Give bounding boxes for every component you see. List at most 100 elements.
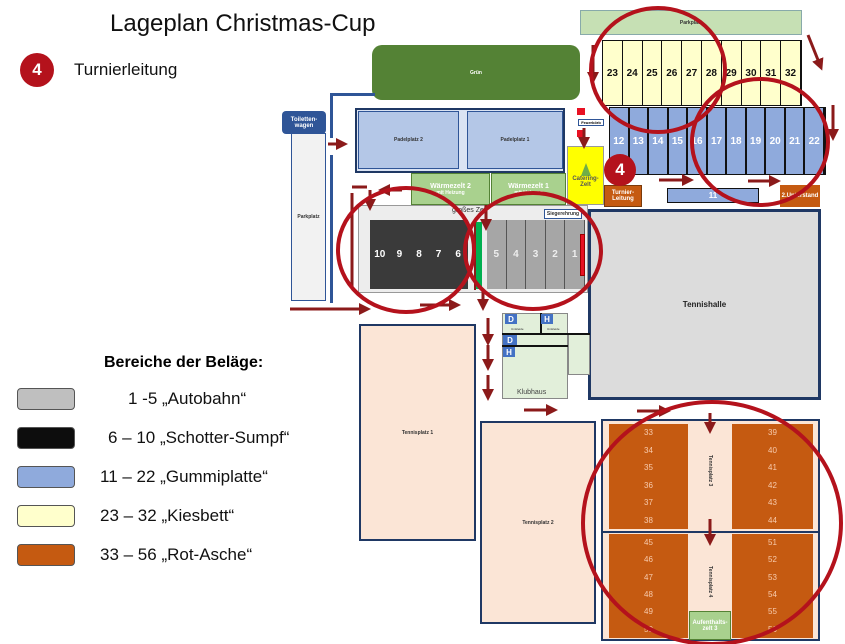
clubhouse-label: Klubhaus	[517, 389, 547, 396]
field-52[interactable]: 52	[768, 555, 777, 565]
field-41[interactable]: 41	[768, 463, 777, 473]
field-37[interactable]: 37	[644, 498, 653, 508]
shower-men[interactable]: H	[541, 314, 553, 324]
page-title: Lageplan Christmas-Cup	[110, 10, 376, 37]
award-ceremony[interactable]: Siegerehrung	[544, 209, 582, 219]
clubhouse-annex	[568, 333, 590, 375]
fire-basket-label-box: Feuerkörb	[578, 119, 604, 126]
field-23[interactable]: 23	[603, 41, 623, 105]
field-3[interactable]: 3	[526, 220, 546, 289]
field-15[interactable]: 15	[668, 108, 689, 174]
tree-icon	[580, 163, 591, 176]
field-56[interactable]: 56	[768, 624, 777, 634]
field-51[interactable]: 51	[768, 538, 777, 548]
field-46[interactable]: 46	[644, 555, 653, 565]
green-strip	[476, 222, 482, 289]
legend-swatch	[17, 427, 75, 449]
tennis-court-2[interactable]: Tennisplatz 2	[480, 421, 596, 624]
field-42[interactable]: 42	[768, 480, 777, 490]
toilet-trailer[interactable]: Toiletten-wagen	[282, 111, 326, 134]
field-30[interactable]: 30	[741, 41, 762, 105]
field-47[interactable]: 47	[644, 572, 653, 582]
field-55[interactable]: 55	[768, 607, 777, 617]
tennis-hall[interactable]: Tennishalle	[588, 209, 821, 400]
field-5[interactable]: 5	[487, 220, 507, 289]
legend-label: 33 – 56 „Rot-Asche“	[100, 545, 253, 564]
field-11[interactable]: 11	[667, 188, 759, 203]
field-36[interactable]: 36	[644, 480, 653, 490]
field-33[interactable]: 33	[644, 428, 653, 438]
legend-swatch	[17, 466, 75, 488]
field-8[interactable]: 8	[416, 249, 422, 260]
field-22[interactable]: 22	[805, 108, 826, 174]
shelter-2[interactable]: 2.Unterstand	[780, 185, 820, 207]
field-20[interactable]: 20	[766, 108, 786, 174]
tennis-court-1[interactable]: Tennisplatz 1	[359, 324, 476, 541]
field-6[interactable]: 6	[455, 249, 461, 260]
field-4[interactable]: 4	[506, 220, 527, 289]
arrow-icon	[806, 34, 824, 71]
field-7[interactable]: 7	[435, 249, 442, 260]
field-21[interactable]: 21	[785, 108, 806, 174]
ash-block: 39 40 41 42 43 44	[732, 424, 813, 529]
field-26[interactable]: 26	[662, 41, 683, 105]
padel-court-2[interactable]: Padelplatz 2	[358, 111, 459, 169]
field-25[interactable]: 25	[642, 41, 663, 105]
field-49[interactable]: 49	[644, 607, 653, 617]
parking-top[interactable]: Parkplatz	[580, 10, 802, 35]
parking-left[interactable]: Parkplatz	[291, 133, 326, 301]
legend-swatch	[17, 505, 75, 527]
toilet-trailer-label: Toiletten-wagen	[290, 116, 318, 129]
catering-tent[interactable]: Catering-Zelt	[567, 146, 604, 205]
tennis-court-3-label: Tennisplatz 3	[707, 455, 713, 487]
field-2[interactable]: 2	[545, 220, 566, 289]
field-35[interactable]: 35	[644, 463, 653, 473]
ash-block: 45 46 47 48 49 50	[609, 534, 688, 638]
field-29[interactable]: 29	[721, 41, 742, 105]
lounge-tent-3[interactable]: Aufenthalts-zelt 3	[689, 611, 731, 640]
field-27[interactable]: 27	[682, 41, 702, 105]
field-31[interactable]: 31	[761, 41, 782, 105]
lounge-tent-3-label: Aufenthalts-zelt 3	[692, 619, 728, 632]
field-39[interactable]: 39	[768, 428, 777, 438]
field-16[interactable]: 16	[688, 108, 708, 174]
toilet-men[interactable]: H	[503, 347, 515, 357]
tournament-office-marker[interactable]: 4	[604, 154, 636, 186]
field-34[interactable]: 34	[644, 445, 653, 455]
field-19[interactable]: 19	[746, 108, 767, 174]
field-48[interactable]: 48	[644, 590, 653, 600]
field-14[interactable]: 14	[649, 108, 669, 174]
field-38[interactable]: 38	[644, 515, 653, 525]
field-24[interactable]: 24	[622, 41, 643, 105]
tennis-court-4-label: Tennisplatz 4	[707, 566, 713, 598]
field-17[interactable]: 17	[707, 108, 728, 174]
fence-line	[330, 93, 333, 138]
field-40[interactable]: 40	[768, 445, 777, 455]
field-50[interactable]: 50	[644, 624, 653, 634]
field-28[interactable]: 28	[701, 41, 722, 105]
field-18[interactable]: 18	[727, 108, 747, 174]
field-44[interactable]: 44	[768, 515, 777, 525]
green-area[interactable]: Grün	[372, 45, 580, 100]
tournament-office[interactable]: Turnier-Leitung	[604, 185, 642, 207]
field-9[interactable]: 9	[396, 249, 403, 260]
marker-badge: 4	[20, 53, 54, 87]
field-54[interactable]: 54	[768, 590, 777, 600]
toilet-women[interactable]: D	[503, 335, 517, 345]
field-10[interactable]: 10	[374, 249, 386, 260]
field-43[interactable]: 43	[768, 498, 777, 508]
green-area-label: Grün	[470, 69, 482, 76]
award-podium	[580, 234, 585, 276]
shower-women[interactable]: D	[505, 314, 517, 324]
field-53[interactable]: 53	[768, 572, 777, 582]
warming-tent-1-label: Wärmezelt 1	[508, 182, 549, 190]
field-45[interactable]: 45	[644, 538, 653, 548]
fire-basket-label: Feuerkörb	[581, 120, 601, 125]
legend-title: Bereiche der Beläge:	[104, 354, 264, 371]
padel-court-1[interactable]: Padelplatz 1	[467, 111, 563, 169]
field-32[interactable]: 32	[781, 41, 801, 105]
